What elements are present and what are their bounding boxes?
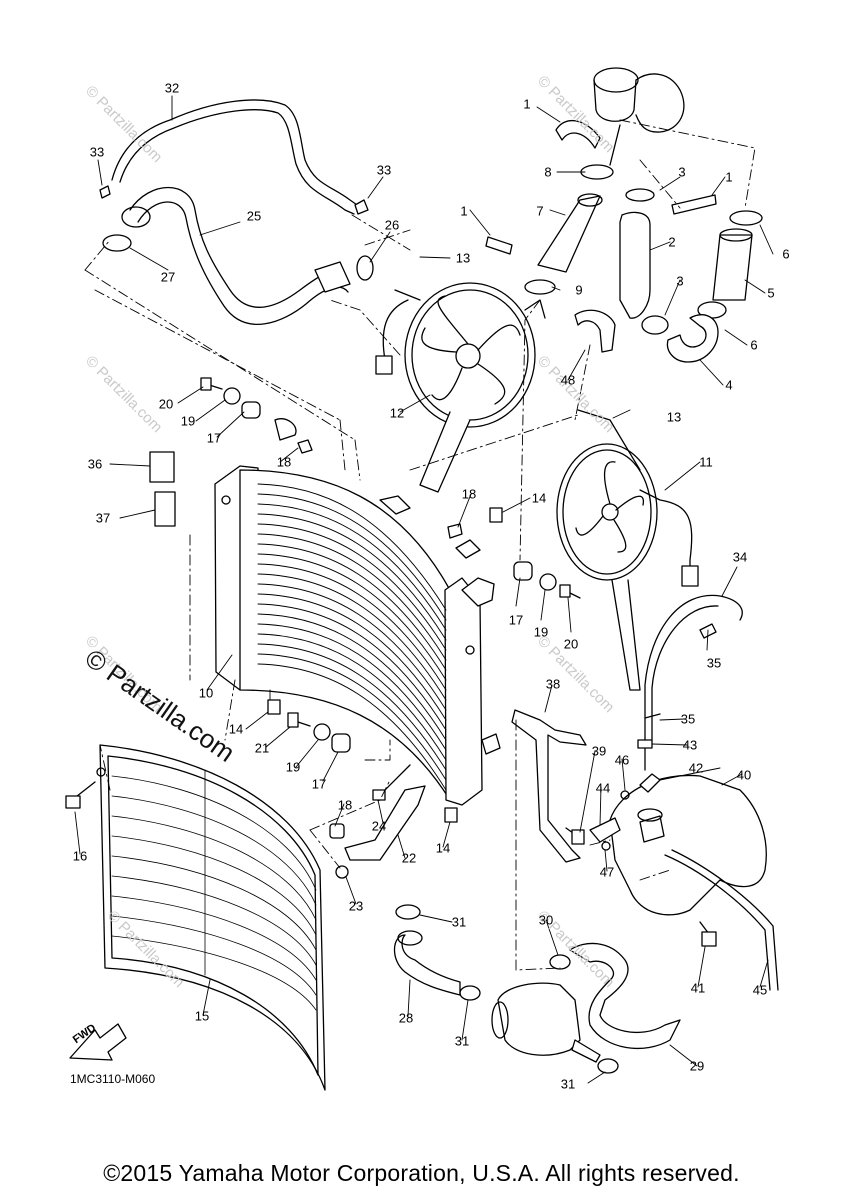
callout-6: 6 [782,246,790,262]
callout-6: 6 [750,337,758,353]
filler-neck [593,67,685,166]
callout-26: 26 [384,217,400,233]
callout-3: 3 [676,273,684,289]
callout-16: 16 [72,848,88,864]
callout-14: 14 [435,840,451,856]
fan-11 [556,409,699,691]
callout-43: 43 [682,737,698,753]
callout-33: 33 [89,144,105,160]
callout-15: 15 [194,1008,210,1024]
callout-33: 33 [376,162,392,178]
callout-47: 47 [599,864,615,880]
callout-35: 35 [680,711,696,727]
callout-19: 19 [285,759,301,775]
fan-12 [375,282,546,493]
callout-36: 36 [87,456,103,472]
callout-31: 31 [560,1076,576,1092]
callout-45: 45 [752,982,768,998]
callout-13: 13 [455,250,471,266]
callout-34: 34 [732,549,748,565]
hose-32 [111,99,361,215]
radiator [214,465,501,806]
callout-27: 27 [160,269,176,285]
callout-17: 17 [508,612,524,628]
callout-18: 18 [337,797,353,813]
callout-11: 11 [699,454,713,470]
callout-1: 1 [725,169,733,185]
callout-42: 42 [688,760,704,776]
callout-1: 1 [460,203,468,219]
callout-30: 30 [538,912,554,928]
callout-38: 38 [545,676,561,692]
callout-21: 21 [254,740,270,756]
callout-23: 23 [348,898,364,914]
callout-40: 40 [736,767,752,783]
callout-7: 7 [536,203,544,219]
callout-31: 31 [454,1033,470,1049]
callout-20: 20 [158,396,174,412]
callout-5: 5 [767,285,775,301]
callout-32: 32 [164,80,180,96]
callout-13: 13 [666,409,682,425]
callout-31: 31 [451,914,467,930]
diagram-code: 1MC3110-M060 [70,1072,156,1086]
callout-39: 39 [591,743,607,759]
callout-18: 18 [461,486,477,502]
callout-25: 25 [246,208,262,224]
callout-10: 10 [198,685,214,701]
callout-1: 1 [523,96,531,112]
callout-29: 29 [689,1058,705,1074]
callout-44: 44 [595,780,611,796]
callout-8: 8 [544,164,552,180]
callout-41: 41 [690,980,706,996]
callout-37: 37 [95,510,111,526]
callout-24: 24 [371,818,387,834]
callout-48: 48 [560,372,576,388]
callout-28: 28 [398,1010,414,1026]
callout-17: 17 [311,776,327,792]
callout-19: 19 [180,413,196,429]
fwd-arrow [69,1023,127,1061]
callout-12: 12 [389,405,405,421]
callout-17: 17 [206,430,222,446]
callout-14: 14 [228,721,244,737]
callout-46: 46 [614,752,630,768]
callout-2: 2 [668,234,676,250]
callout-19: 19 [533,624,549,640]
callout-18: 18 [276,454,292,470]
radiator-guard [96,744,326,1091]
callout-9: 9 [575,282,583,298]
callout-14: 14 [531,490,547,506]
callout-3: 3 [678,164,686,180]
callout-22: 22 [401,850,417,866]
hose-25 [129,187,349,325]
callout-4: 4 [725,377,733,393]
callout-20: 20 [563,636,579,652]
copyright-notice: ©2015 Yamaha Motor Corporation, U.S.A. A… [103,1160,740,1186]
callout-35: 35 [706,655,722,671]
